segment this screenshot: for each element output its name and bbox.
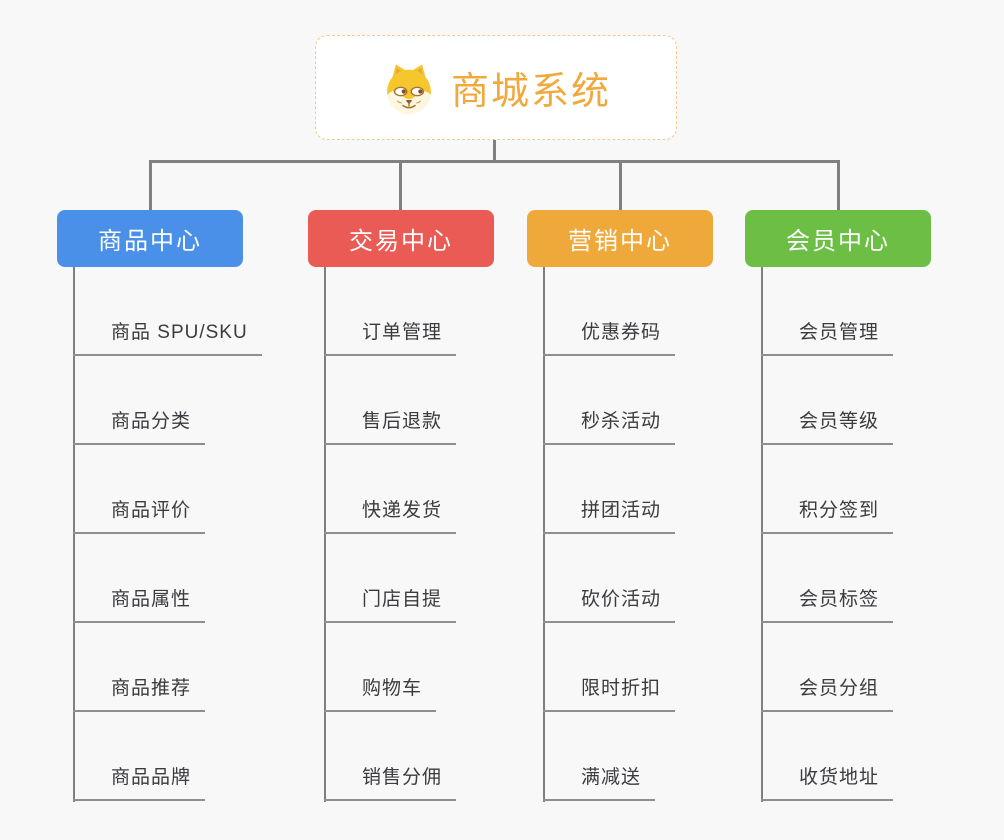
topic-node[interactable]: 拼团活动 bbox=[543, 498, 676, 534]
branch-trade-center: 交易中心 订单管理 售后退款 快递发货 门店自提 购物车 销售分佣 bbox=[308, 210, 548, 810]
branch-trunk-line bbox=[761, 267, 763, 802]
topic-node[interactable]: 商品分类 bbox=[73, 409, 206, 445]
root-title: 商城系统 bbox=[450, 71, 611, 113]
branch-node[interactable]: 商品中心 bbox=[57, 210, 243, 267]
topic-node[interactable]: 满减送 bbox=[543, 765, 656, 801]
branch-marketing-center: 营销中心 优惠券码 秒杀活动 拼团活动 砍价活动 限时折扣 满减送 bbox=[527, 210, 767, 810]
branch-member-center: 会员中心 会员管理 会员等级 积分签到 会员标签 会员分组 收货地址 bbox=[745, 210, 985, 810]
shiba-dog-icon bbox=[387, 63, 431, 114]
topic-node[interactable]: 限时折扣 bbox=[543, 676, 676, 712]
topic-node[interactable]: 商品 SPU/SKU bbox=[73, 320, 262, 356]
topic-node[interactable]: 商品品牌 bbox=[73, 765, 206, 801]
topic-node[interactable]: 会员等级 bbox=[761, 409, 894, 445]
topic-node[interactable]: 销售分佣 bbox=[324, 765, 457, 801]
topic-node[interactable]: 秒杀活动 bbox=[543, 409, 676, 445]
topic-node[interactable]: 售后退款 bbox=[324, 409, 457, 445]
topic-node[interactable]: 商品推荐 bbox=[73, 676, 206, 712]
topic-node[interactable]: 会员分组 bbox=[761, 676, 894, 712]
branch-node[interactable]: 交易中心 bbox=[308, 210, 494, 267]
root-node[interactable]: 商城系统 bbox=[315, 35, 677, 140]
topic-node[interactable]: 门店自提 bbox=[324, 587, 457, 623]
connector-drop-1 bbox=[149, 160, 152, 210]
topic-node[interactable]: 订单管理 bbox=[324, 320, 457, 356]
topic-node[interactable]: 购物车 bbox=[324, 676, 437, 712]
topic-node[interactable]: 快递发货 bbox=[324, 498, 457, 534]
topic-node[interactable]: 商品属性 bbox=[73, 587, 206, 623]
topic-node[interactable]: 收货地址 bbox=[761, 765, 894, 801]
topic-node[interactable]: 积分签到 bbox=[761, 498, 894, 534]
branch-trunk-line bbox=[543, 267, 545, 802]
connector-root-stem bbox=[493, 140, 496, 161]
topic-node[interactable]: 会员标签 bbox=[761, 587, 894, 623]
branch-node[interactable]: 会员中心 bbox=[745, 210, 931, 267]
branch-trunk-line bbox=[324, 267, 326, 802]
topic-node[interactable]: 砍价活动 bbox=[543, 587, 676, 623]
topic-node[interactable]: 商品评价 bbox=[73, 498, 206, 534]
branch-trunk-line bbox=[73, 267, 75, 802]
topic-node[interactable]: 会员管理 bbox=[761, 320, 894, 356]
connector-drop-3 bbox=[619, 160, 622, 210]
connector-drop-2 bbox=[399, 160, 402, 210]
connector-drop-4 bbox=[837, 160, 840, 210]
topic-node[interactable]: 优惠券码 bbox=[543, 320, 676, 356]
connector-bus bbox=[149, 160, 839, 163]
branch-node[interactable]: 营销中心 bbox=[527, 210, 713, 267]
branch-product-center: 商品中心 商品 SPU/SKU 商品分类 商品评价 商品属性 商品推荐 商品品牌 bbox=[57, 210, 297, 810]
